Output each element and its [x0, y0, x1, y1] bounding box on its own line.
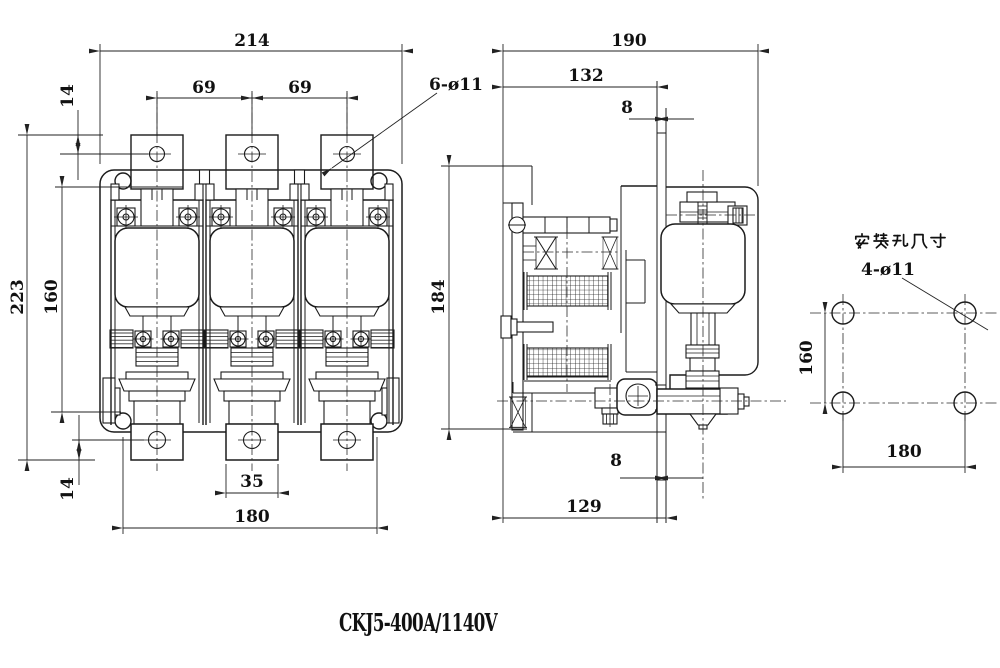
mounting-diagram-title	[854, 232, 946, 249]
coil-winding-lower	[526, 347, 609, 377]
dim-overall-width: 214	[234, 31, 270, 51]
dim-pole-pitch-right: 69	[288, 78, 312, 98]
top-holes-label: 6-ø11	[429, 75, 483, 95]
front-view	[99, 93, 403, 471]
panel-hole-bottom-right	[953, 391, 977, 415]
dim-flange-thick-top: 8	[621, 98, 633, 118]
drawing-title: CKJ5-400A/1140V	[339, 608, 498, 637]
mounting-hole-diagram: 4-ø11 160 180	[797, 232, 997, 473]
dim-flange-thick-bottom: 8	[610, 451, 622, 471]
side-view	[441, 44, 786, 523]
dim-tab-bottom: 14	[58, 477, 78, 501]
dim-height-total: 223	[8, 279, 28, 315]
dim-mount-vertical: 160	[797, 340, 817, 376]
dim-depth-bottom: 129	[566, 497, 602, 517]
coil-winding-upper	[526, 275, 609, 307]
dim-tab-top: 14	[58, 84, 78, 108]
panel-hole-bottom-left	[831, 391, 855, 415]
dim-mount-height: 160	[42, 279, 62, 315]
dim-side-height: 184	[429, 279, 449, 315]
dim-depth-total: 190	[611, 31, 647, 51]
mount-holes-label: 4-ø11	[861, 260, 915, 280]
panel-hole-top-left	[831, 301, 855, 325]
front-view-dimensions: 214 69 69 6-ø11 223 160 14 14 35	[8, 31, 483, 534]
dim-pole-pitch-left: 69	[192, 78, 216, 98]
dim-mount-width: 180	[234, 507, 270, 527]
mount-hole-top-right	[370, 172, 388, 190]
side-view-dimensions: 190 132 8 184 8 129	[429, 31, 769, 521]
dim-mount-horizontal: 180	[886, 442, 922, 462]
top-holes-leader	[321, 92, 438, 177]
panel-hole-top-right	[953, 301, 977, 325]
mount-holes-leader	[901, 277, 989, 331]
dim-tab-width: 35	[240, 472, 264, 492]
dim-depth-to-flange: 132	[568, 66, 604, 86]
